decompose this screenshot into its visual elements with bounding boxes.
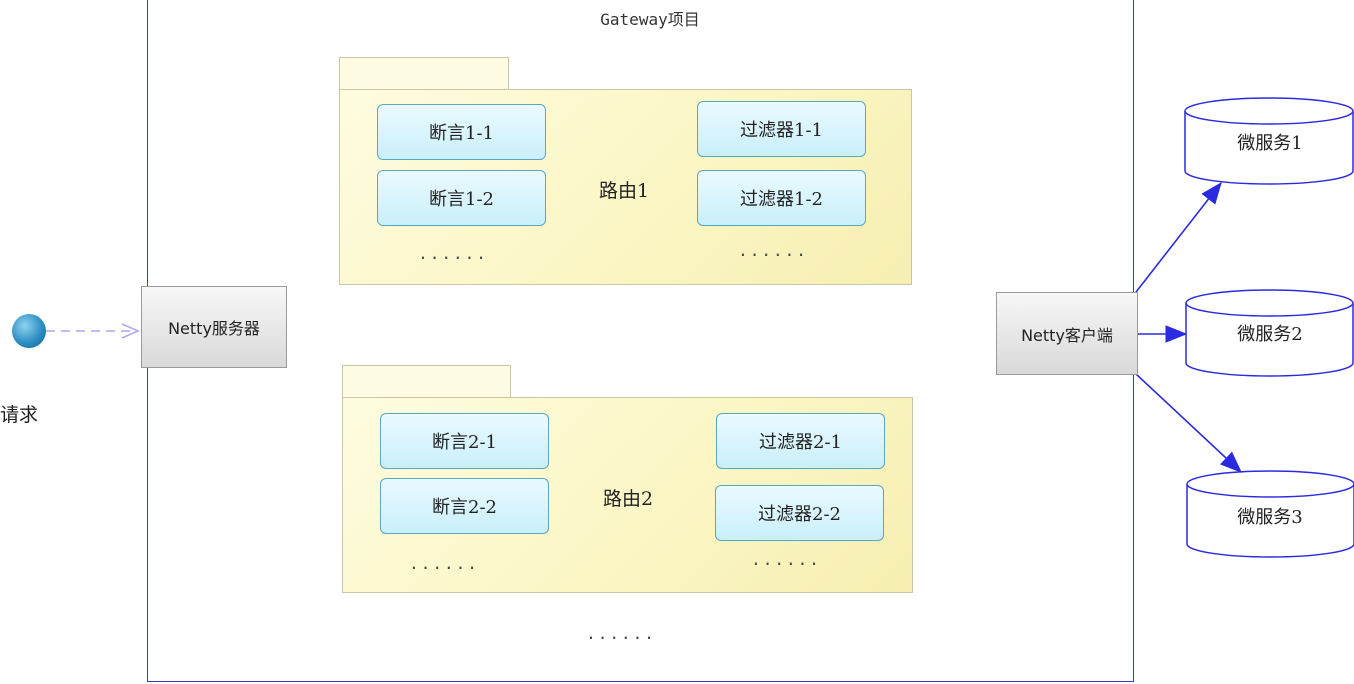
service-2-cylinder xyxy=(1185,289,1354,377)
predicate-2-2: 断言2-2 xyxy=(380,478,549,534)
request-to-server-connector-arrowhead xyxy=(121,323,140,339)
filter-1-1: 过滤器1-1 xyxy=(697,101,866,157)
client-to-service1-connector xyxy=(1135,182,1222,293)
service-1-label: 微服务1 xyxy=(1237,133,1303,154)
route1-filters-more: ...... xyxy=(738,241,808,260)
route2-label: 路由2 xyxy=(602,488,654,510)
service-3-cylinder xyxy=(1186,470,1354,558)
gateway-title: Gateway项目 xyxy=(600,10,700,29)
route1-predicates-more: ...... xyxy=(418,244,488,263)
service-1-cylinder xyxy=(1184,97,1354,185)
client-to-service1-connector-arrowhead xyxy=(1201,181,1222,205)
predicate-1-2: 断言1-2 xyxy=(377,170,546,226)
netty-server-box: Netty服务器 xyxy=(141,286,287,368)
request-actor-icon xyxy=(12,314,46,348)
filter-1-2: 过滤器1-2 xyxy=(697,170,866,226)
route1-label: 路由1 xyxy=(598,180,650,202)
client-to-service3-connector-arrowhead xyxy=(1220,451,1242,473)
route2-predicates-more: ...... xyxy=(409,554,479,573)
filter-2-2: 过滤器2-2 xyxy=(715,485,884,541)
netty-client-box: Netty客户端 xyxy=(996,292,1138,375)
predicate-1-1: 断言1-1 xyxy=(377,104,546,160)
client-to-service2-connector-arrowhead xyxy=(1165,325,1188,343)
request-label: 请求 xyxy=(0,404,39,426)
route2-folder-tab xyxy=(342,365,511,398)
more-routes-ellipsis: ...... xyxy=(586,624,656,643)
service-3-label: 微服务3 xyxy=(1237,507,1303,528)
route1-folder-tab xyxy=(339,57,509,90)
client-to-service3-connector xyxy=(1135,373,1242,473)
filter-2-1: 过滤器2-1 xyxy=(716,413,885,469)
route2-filters-more: ...... xyxy=(751,550,821,569)
predicate-2-1: 断言2-1 xyxy=(380,413,549,469)
service-2-label: 微服务2 xyxy=(1237,324,1303,345)
